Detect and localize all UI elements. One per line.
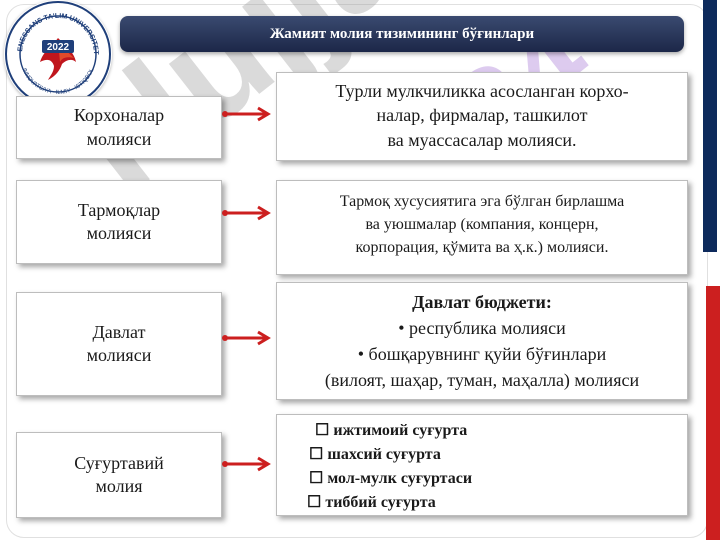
right-line: корпорация, қўмита ва ҳ.к.) молияси. — [355, 239, 609, 257]
checkbox-icon: ☐ — [309, 470, 328, 487]
left-line: Корхоналар — [73, 105, 165, 126]
right-blue-bar — [703, 0, 717, 252]
insurance-item-text: ижтимоий суғурта — [333, 422, 468, 439]
right-line: Тармоқ хусусиятига эга бўлган бирлашма — [339, 193, 625, 210]
state-item: • бошқарувнинг қуйи бўғинлари — [277, 341, 687, 367]
slide-title: Жамият молия тизимининг бўғинлари — [120, 16, 684, 52]
left-line: Суғуртавий — [74, 452, 164, 473]
right-line: ва муассасалар молияси. — [387, 129, 577, 150]
state-item-text: бошқарувнинг қуйи бўғинлари — [368, 344, 607, 365]
left-line: молияси — [86, 345, 152, 365]
state-budget-title: Давлат бюджети: — [412, 292, 552, 312]
checkbox-icon: ☐ — [315, 422, 334, 439]
right-red-bar — [706, 286, 720, 540]
right-box-insurance: ☐ ижтимоий суғурта ☐ шахсий суғурта ☐ мо… — [276, 414, 688, 516]
insurance-item: ☐ ижтимоий суғурта — [277, 419, 687, 443]
insurance-item: ☐ мол-мулк суғуртаси — [277, 467, 687, 491]
insurance-item: ☐ тиббий суғурта — [277, 491, 687, 515]
state-item-text: (вилоят, шаҳар, туман, маҳалла) молияси — [324, 370, 640, 391]
right-box-sectors: Тармоқ хусусиятига эга бўлган бирлашма в… — [276, 180, 688, 275]
checkbox-icon: ☐ — [307, 494, 326, 511]
left-box-insurance: Суғуртавий молия — [16, 432, 222, 518]
right-line: налар, фирмалар, ташкилот — [376, 105, 588, 126]
insurance-item: ☐ шахсий суғурта — [277, 443, 687, 467]
left-line: молия — [95, 476, 143, 496]
bullet-icon: • — [398, 318, 410, 339]
right-box-state: Давлат бюджети: • республика молияси • б… — [276, 282, 688, 400]
arrow-right-icon — [222, 106, 271, 122]
left-box-sectors: Тармоқлар молияси — [16, 180, 222, 264]
arrow-right-icon — [222, 456, 271, 472]
arrow-right-icon — [222, 205, 271, 221]
state-item-text: республика молияси — [409, 318, 566, 339]
insurance-item-text: тиббий суғурта — [325, 494, 436, 511]
left-box-state: Давлат молияси — [16, 292, 222, 396]
right-line: ва уюшмалар (компания, концерн, — [365, 216, 599, 234]
left-line: Тармоқлар — [77, 199, 161, 220]
checkbox-icon: ☐ — [309, 446, 328, 463]
left-line: молияси — [86, 128, 152, 149]
arrow-right-icon — [222, 330, 271, 346]
right-line: Турли мулкчиликка асосланган корхо- — [335, 81, 629, 101]
bullet-icon: • — [357, 344, 369, 365]
state-item: • республика молияси — [277, 315, 687, 341]
left-line: Давлат — [92, 321, 146, 342]
right-box-enterprises: Турли мулкчиликка асосланган корхо- нала… — [276, 72, 688, 161]
insurance-item-text: шахсий суғурта — [327, 446, 441, 463]
insurance-item-text: мол-мулк суғуртаси — [327, 470, 473, 487]
logo-year: 2022 — [47, 42, 70, 53]
left-line: молияси — [86, 223, 152, 243]
